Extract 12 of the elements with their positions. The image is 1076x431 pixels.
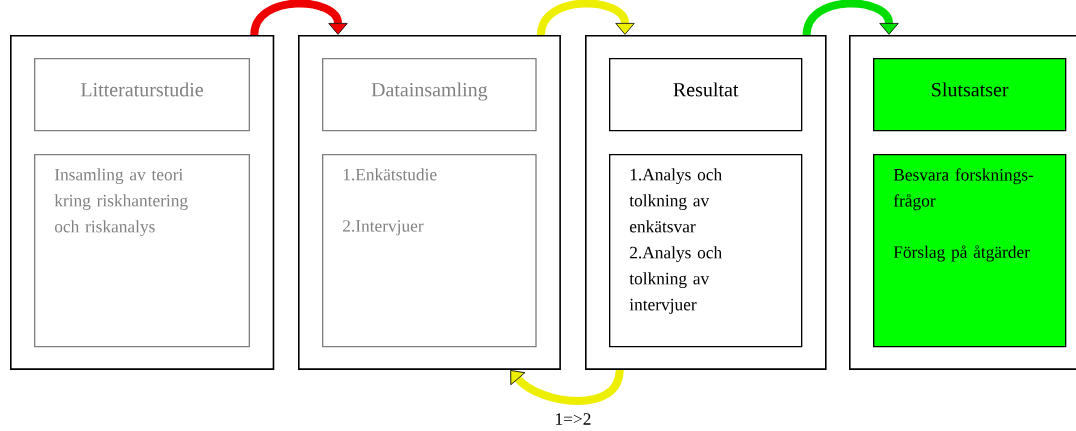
title-box: Slutsatser <box>873 58 1067 132</box>
curved-arrow <box>802 0 899 36</box>
curved-arrow <box>250 0 348 36</box>
curved-arrow <box>537 0 635 36</box>
title-box: Litteraturstudie <box>34 58 250 132</box>
text-box: Insamling av teori kring riskhantering och riskanalys <box>34 154 250 348</box>
title-box: Resultat <box>609 58 803 132</box>
edge-label: 1=>2 <box>553 411 593 426</box>
title-box: Datainsamling <box>322 58 537 132</box>
text-box: Besvara forsknings-frågor Förslag på åtgärder <box>873 154 1067 348</box>
text-box: 1.Analys och tolkning av enkätsvar 2.Analys och tolkning av intervjuer <box>609 154 803 348</box>
text-box: 1.Enkätstudie 2.Intervjuer <box>322 154 537 348</box>
